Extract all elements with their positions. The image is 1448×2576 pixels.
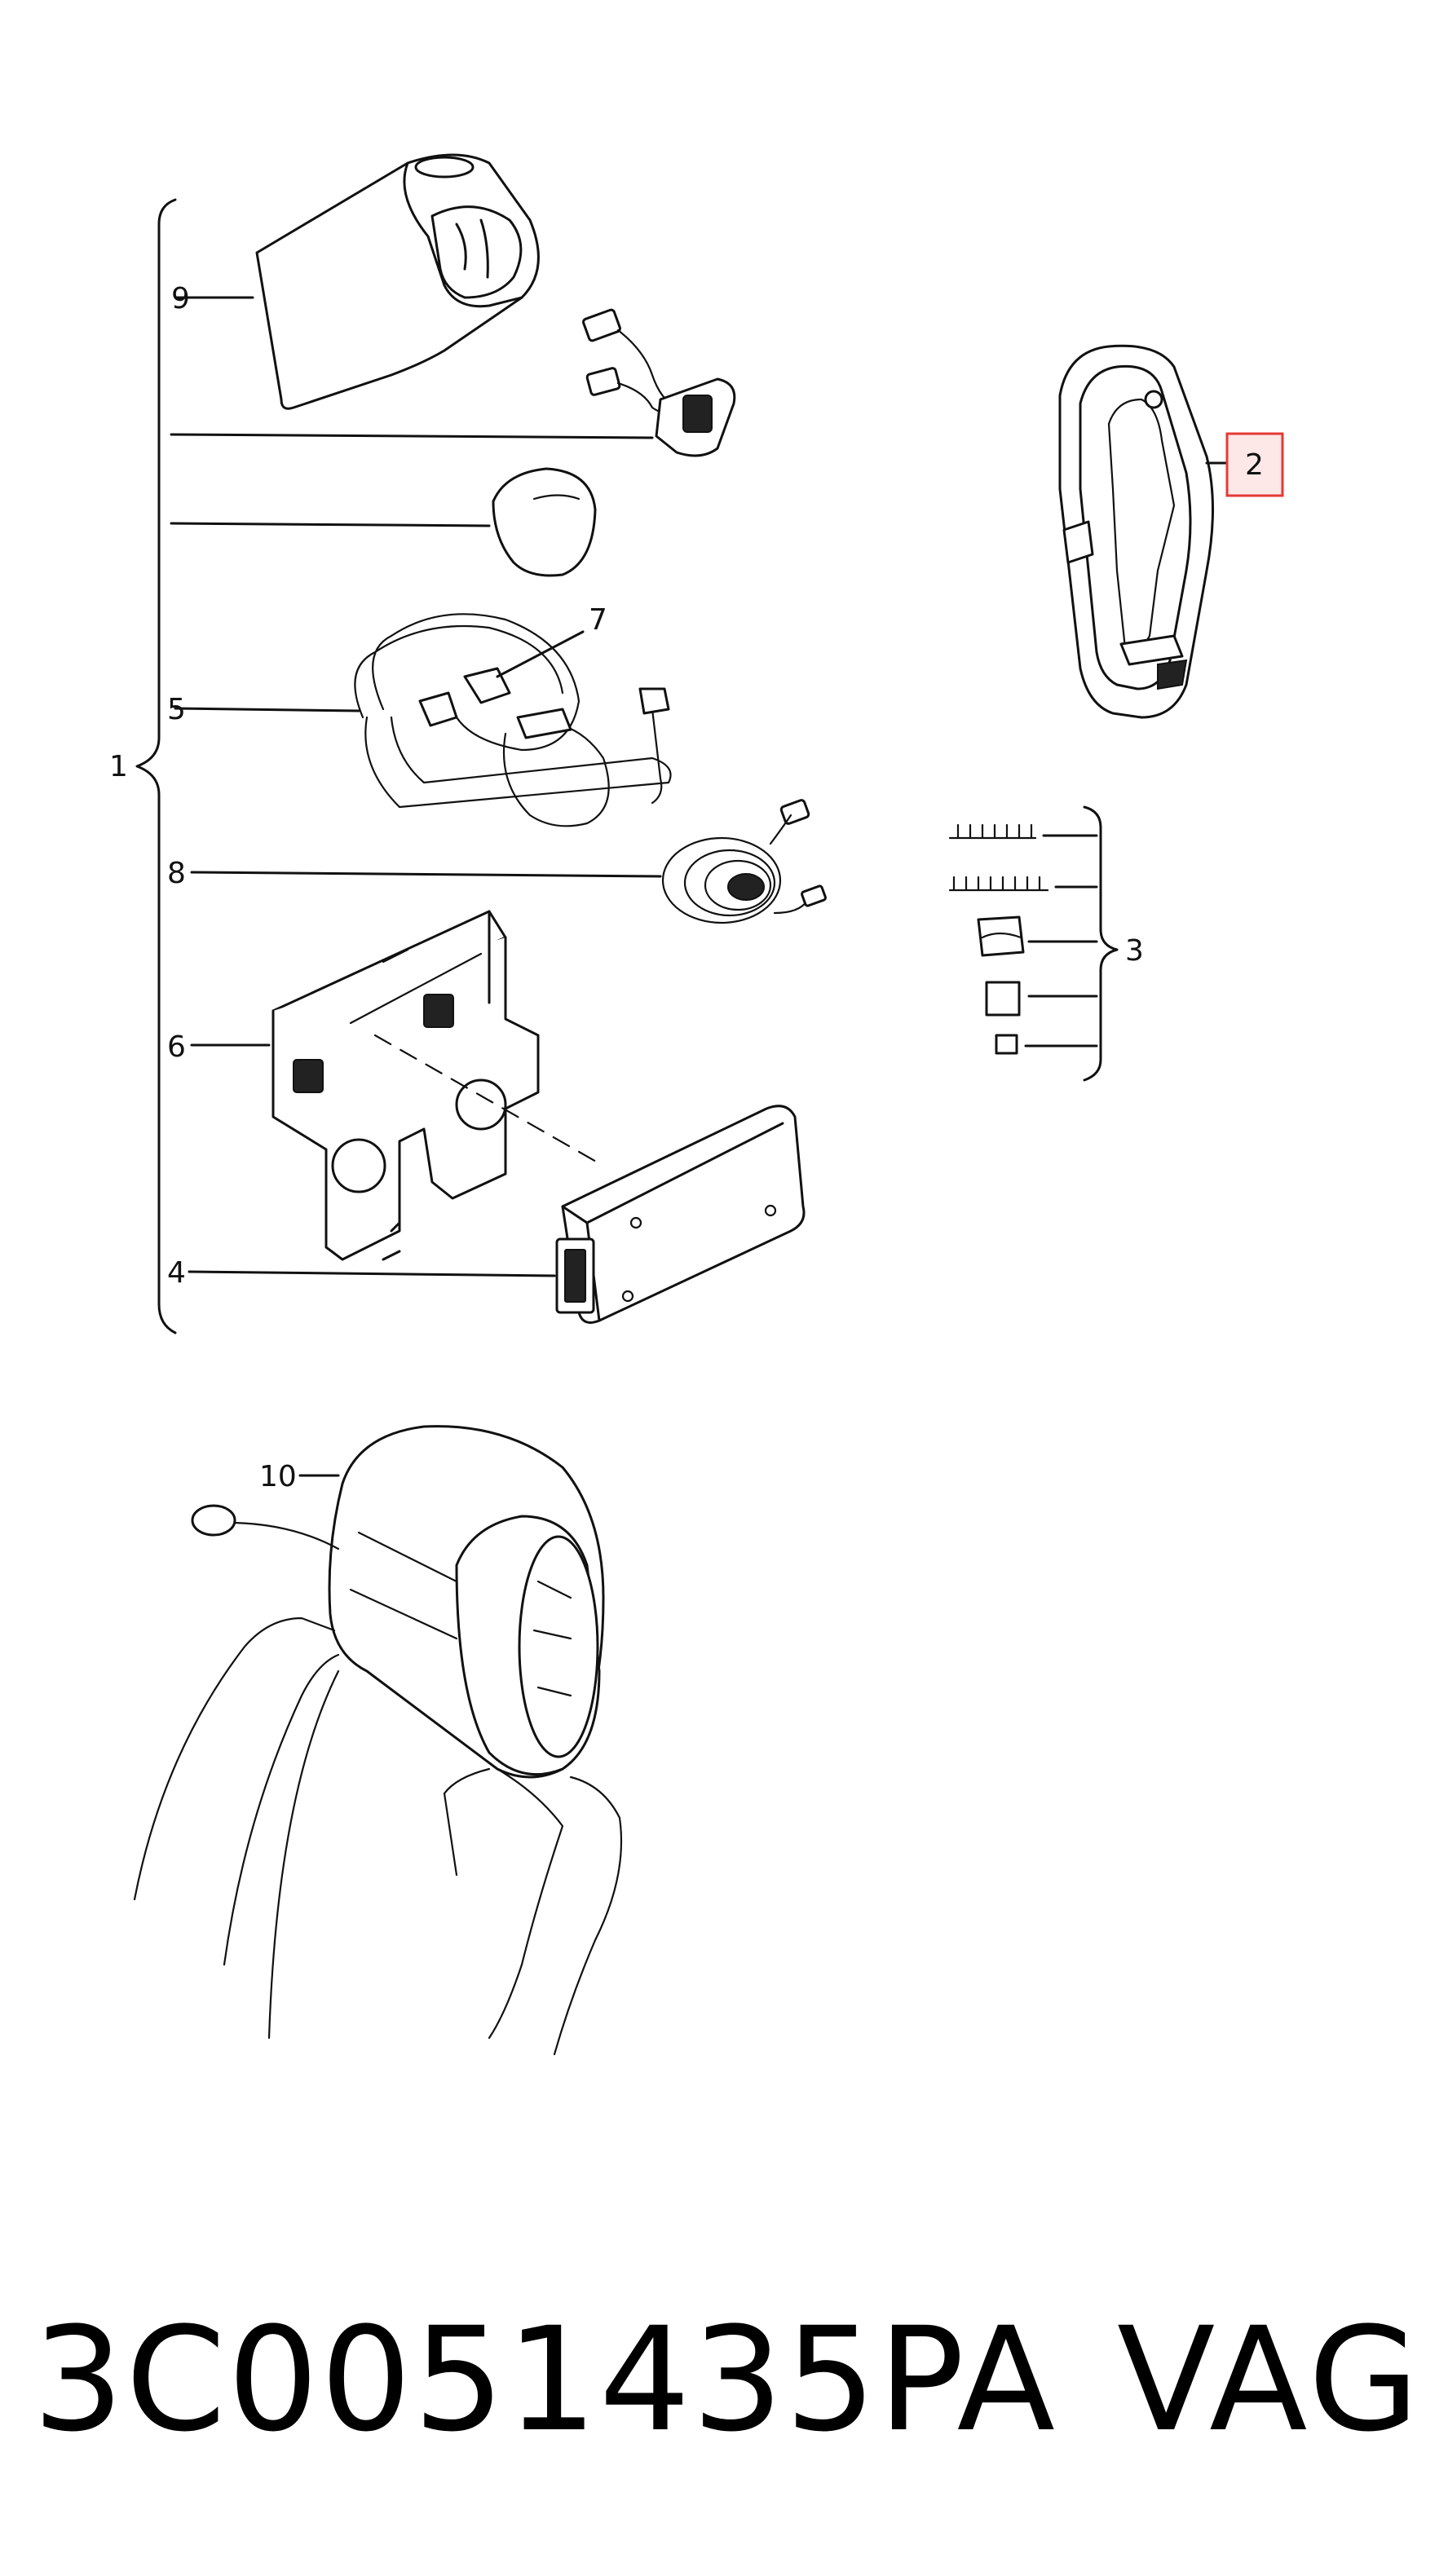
part-8-coiled-cable: 8	[167, 799, 827, 924]
callout-6: 6	[167, 1030, 186, 1064]
callout-8: 8	[167, 857, 186, 890]
callout-5: 5	[167, 693, 186, 726]
callout-2-highlight	[1225, 432, 1284, 497]
brand-name: VAG	[1117, 2296, 1423, 2464]
part-6-mounting-bracket: 6	[167, 910, 605, 1261]
part-4-control-module: 4	[167, 1105, 806, 1324]
part-3-small-parts-kit: 3	[948, 805, 1144, 1082]
parts-diagram: 1 9 5 7	[109, 153, 1284, 2056]
part-9-holder-cover: 9	[171, 153, 540, 410]
bracket-group-1: 1	[109, 198, 177, 1334]
part-10-headrest-microphone: 10	[191, 1425, 605, 1779]
part-5-wiring-harness: 5 7	[167, 603, 672, 827]
callout-3: 3	[1125, 934, 1144, 968]
callout-2: 2	[1245, 448, 1264, 482]
callout-1: 1	[109, 750, 128, 783]
callout-9: 9	[171, 282, 190, 315]
callout-10: 10	[259, 1460, 297, 1493]
antenna-cable-adapter	[170, 308, 736, 457]
part-number: 3C0051435PA	[33, 2296, 1057, 2464]
part-2-phone-cradle: 2	[1058, 344, 1284, 719]
footer-caption: 3C0051435PA VAG	[33, 2299, 1419, 2462]
callout-7: 7	[589, 603, 607, 637]
callout-4: 4	[167, 1256, 186, 1290]
cap-cover	[170, 467, 597, 577]
seat-outline	[133, 1617, 623, 2056]
